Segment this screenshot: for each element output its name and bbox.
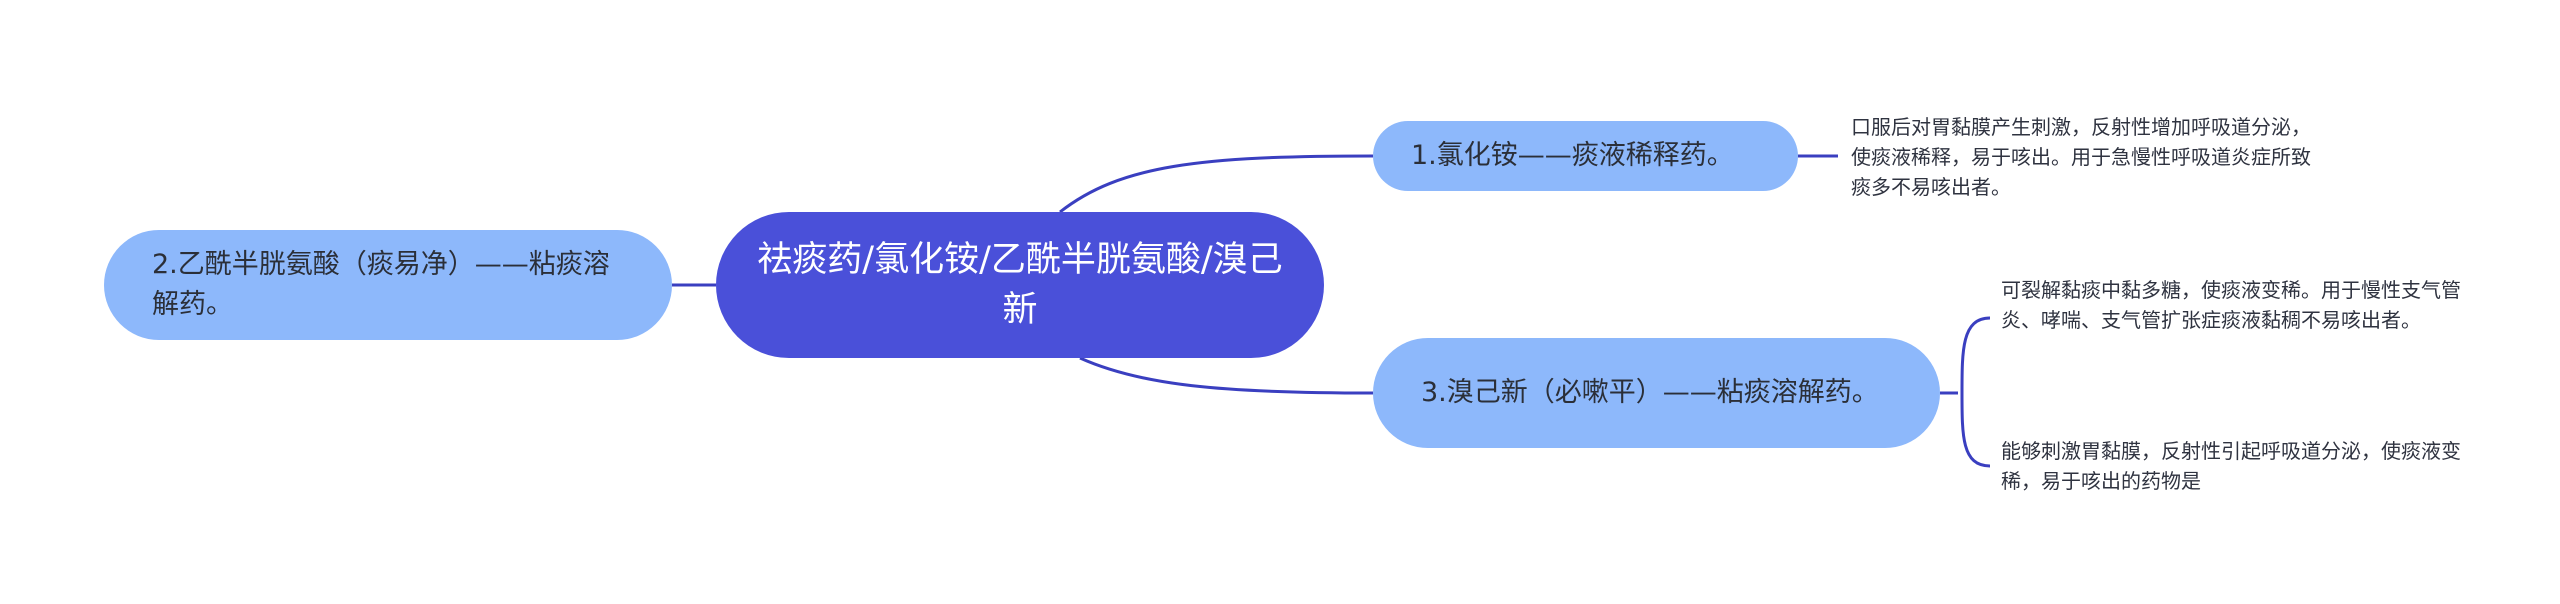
central-topic[interactable]: 祛痰药/氯化铵/乙酰半胱氨酸/溴己新 <box>716 212 1324 358</box>
branch-label: 3.溴己新（必嗽平）——粘痰溶解药。 <box>1421 377 1879 408</box>
branch-label: 2.乙酰半胱氨酸（痰易净）——粘痰溶解药。 <box>152 249 610 320</box>
branch-label: 1.氯化铵——痰液稀释药。 <box>1411 140 1734 171</box>
branch-node-2[interactable]: 2.乙酰半胱氨酸（痰易净）——粘痰溶解药。 <box>104 230 672 340</box>
branch-node-1[interactable]: 1.氯化铵——痰液稀释药。 <box>1373 121 1798 191</box>
edge-center-to-branch-3 <box>1079 356 1374 395</box>
edge-center-to-branch-1 <box>1059 154 1374 214</box>
central-topic-label: 祛痰药/氯化铵/乙酰半胱氨酸/溴己新 <box>757 240 1283 330</box>
detail-text: 口服后对胃黏膜产生刺激，反射性增加呼吸道分泌，使痰液稀释，易于咳出。用于急慢性呼… <box>1851 115 2311 199</box>
branch-node-3[interactable]: 3.溴己新（必嗽平）——粘痰溶解药。 <box>1373 338 1940 448</box>
edge-branch-3-to-details <box>1940 316 1991 468</box>
detail-text: 能够刺激胃黏膜，反射性引起呼吸道分泌，使痰液变稀，易于咳出的药物是 <box>2001 439 2461 493</box>
detail-text: 可裂解黏痰中黏多糖，使痰液变稀。用于慢性支气管炎、哮喘、支气管扩张症痰液黏稠不易… <box>2001 278 2461 332</box>
